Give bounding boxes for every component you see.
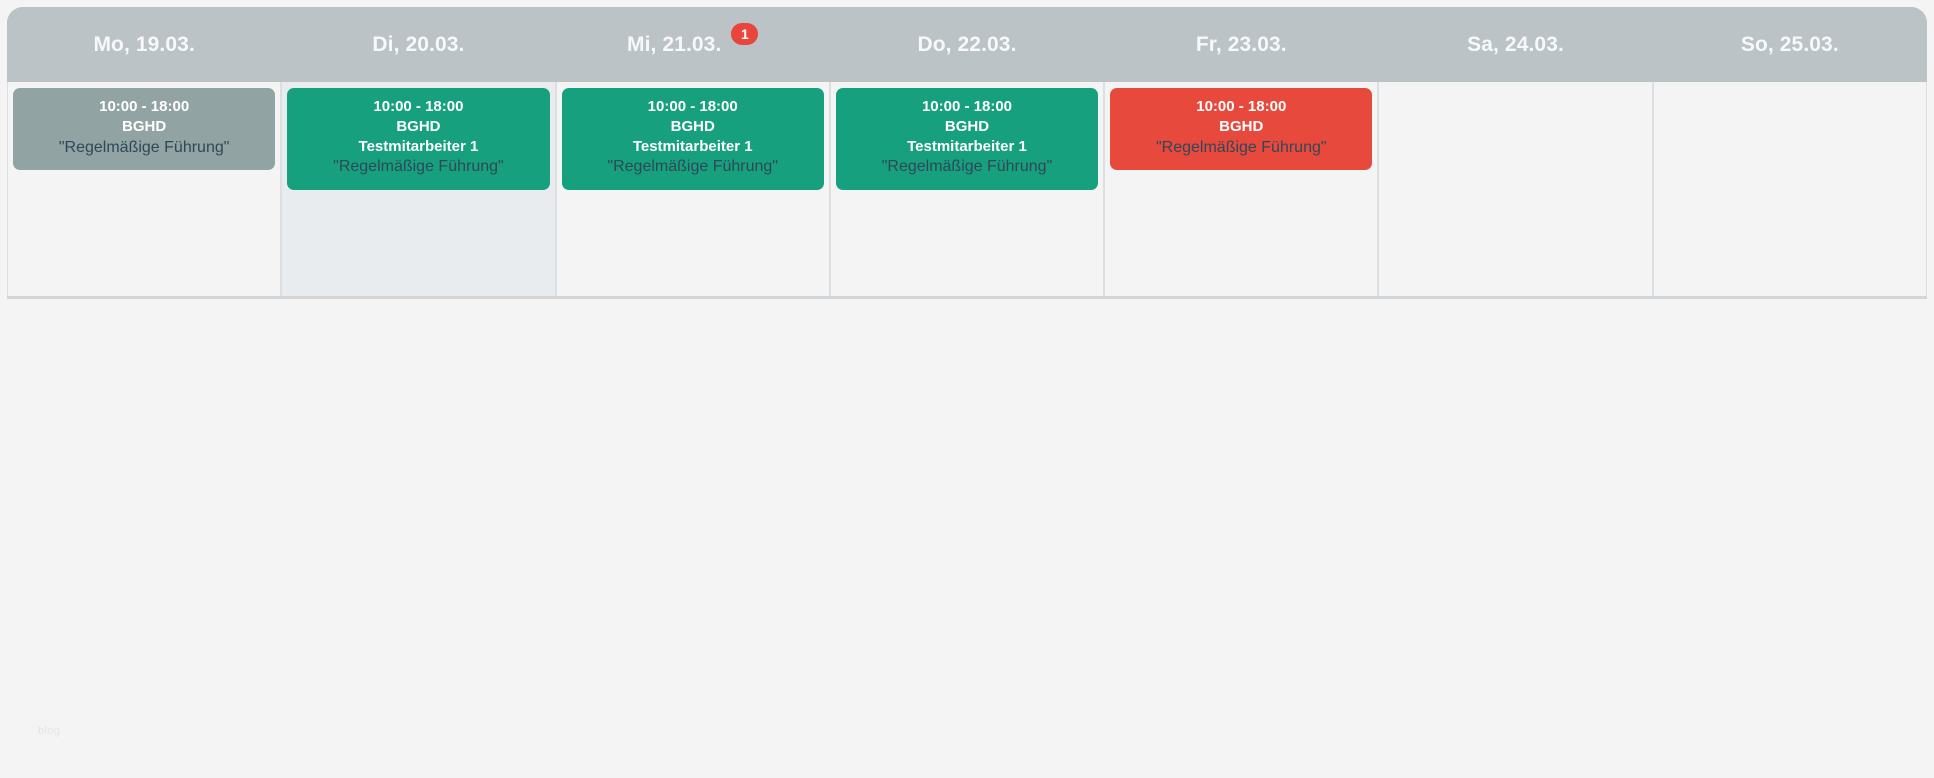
event-location: BGHD xyxy=(944,117,990,135)
day-header-label: Sa, 24.03. xyxy=(1467,32,1564,56)
day-header-label: Mi, 21.03. xyxy=(627,32,722,56)
day-header-wednesday[interactable]: Mi, 21.03. 1 xyxy=(555,7,830,82)
day-column-wednesday[interactable]: 10:00 - 18:00 BGHD Testmitarbeiter 1 "Re… xyxy=(555,82,830,296)
event-time: 10:00 - 18:00 xyxy=(373,98,464,115)
event-card[interactable]: 10:00 - 18:00 BGHD "Regelmäßige Führung" xyxy=(1110,88,1373,170)
day-column-monday[interactable]: 10:00 - 18:00 BGHD "Regelmäßige Führung" xyxy=(7,82,282,296)
day-header-label: So, 25.03. xyxy=(1740,32,1839,56)
event-card[interactable]: 10:00 - 18:00 BGHD Testmitarbeiter 1 "Re… xyxy=(287,88,550,190)
event-location: BGHD xyxy=(1219,117,1264,135)
event-note: "Regelmäßige Führung" xyxy=(333,158,504,176)
day-header-label: Do, 22.03. xyxy=(917,32,1017,56)
day-header-friday[interactable]: Fr, 23.03. xyxy=(1104,7,1379,82)
day-header-saturday[interactable]: Sa, 24.03. xyxy=(1378,7,1653,82)
event-note: "Regelmäßige Führung" xyxy=(58,138,230,156)
event-card[interactable]: 10:00 - 18:00 BGHD "Regelmäßige Führung" xyxy=(13,88,276,170)
day-column-saturday[interactable] xyxy=(1378,82,1653,296)
day-header-label: Di, 20.03. xyxy=(372,32,465,56)
event-location: BGHD xyxy=(396,117,441,135)
day-header-label: Mo, 19.03. xyxy=(93,32,195,56)
footer-watermark: blog xyxy=(38,725,61,737)
event-note: "Regelmäßige Führung" xyxy=(1155,138,1327,156)
day-column-thursday[interactable]: 10:00 - 18:00 BGHD Testmitarbeiter 1 "Re… xyxy=(829,82,1105,296)
event-employee: Testmitarbeiter 1 xyxy=(907,137,1027,155)
event-time: 10:00 - 18:00 xyxy=(921,98,1013,115)
day-header-monday[interactable]: Mo, 19.03. xyxy=(7,7,282,82)
event-note: "Regelmäßige Führung" xyxy=(607,158,778,176)
event-location: BGHD xyxy=(122,117,167,135)
day-header-thursday[interactable]: Do, 22.03. xyxy=(829,7,1105,82)
event-time: 10:00 - 18:00 xyxy=(99,98,190,115)
day-column-tuesday[interactable]: 10:00 - 18:00 BGHD Testmitarbeiter 1 "Re… xyxy=(281,82,556,296)
day-header-tuesday[interactable]: Di, 20.03. xyxy=(281,7,556,82)
event-card[interactable]: 10:00 - 18:00 BGHD Testmitarbeiter 1 "Re… xyxy=(835,88,1099,190)
event-time: 10:00 - 18:00 xyxy=(1196,98,1287,115)
calendar-header-row: Mo, 19.03. Di, 20.03. Mi, 21.03. 1 Do, 2… xyxy=(7,7,1927,82)
day-header-label: Fr, 23.03. xyxy=(1195,32,1287,56)
day-column-friday[interactable]: 10:00 - 18:00 BGHD "Regelmäßige Führung" xyxy=(1104,82,1379,296)
event-location: BGHD xyxy=(670,117,715,135)
day-header-sunday[interactable]: So, 25.03. xyxy=(1652,7,1927,82)
event-time: 10:00 - 18:00 xyxy=(647,98,738,115)
day-header-badge[interactable]: 1 xyxy=(731,22,759,45)
event-card[interactable]: 10:00 - 18:00 BGHD Testmitarbeiter 1 "Re… xyxy=(561,88,824,190)
event-employee: Testmitarbeiter 1 xyxy=(632,137,753,155)
calendar-body-row: 10:00 - 18:00 BGHD "Regelmäßige Führung"… xyxy=(7,82,1927,299)
week-calendar: Mo, 19.03. Di, 20.03. Mi, 21.03. 1 Do, 2… xyxy=(7,7,1927,299)
day-column-sunday[interactable] xyxy=(1652,82,1927,296)
event-note: "Regelmäßige Führung" xyxy=(881,158,1053,176)
event-employee: Testmitarbeiter 1 xyxy=(358,137,479,155)
